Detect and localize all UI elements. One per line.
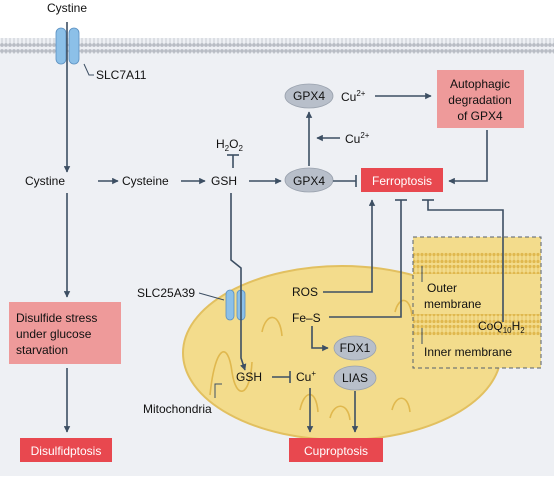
outer-membrane-line-1: Outer — [427, 281, 457, 295]
cu-top-label: Cu2+ — [341, 89, 366, 104]
autophagic-line-3: of GPX4 — [457, 109, 503, 123]
pathway-connectors — [63, 22, 504, 433]
gpx4-top-ellipse — [284, 83, 334, 109]
h2o2-label: H2O2 — [216, 137, 243, 153]
arrow-ros-ferroptosis — [323, 199, 376, 293]
cysteine-label: Cysteine — [122, 174, 169, 188]
arrow-autophagy-ferroptosis — [448, 130, 488, 185]
slc25a39-leader — [198, 292, 225, 301]
cuproptosis-box — [289, 438, 383, 462]
inhibit-fes-ferroptosis — [329, 200, 402, 318]
disulfide-stress-line-3: starvation — [16, 343, 68, 357]
outer-membrane-line-2: membrane — [424, 297, 482, 311]
membrane-inset — [412, 236, 542, 369]
autophagic-line-1: Autophagic — [450, 77, 510, 91]
cu-low-label: Cu+ — [296, 369, 316, 384]
mitochondria-label: Mitochondria — [143, 402, 212, 416]
disulfide-stress-line-2: under glucose — [16, 327, 92, 341]
autophagic-line-2: degradation — [448, 93, 511, 107]
arrow-fes-fdx1 — [311, 326, 329, 352]
disulfide-stress-line-1: Disulfide stress — [16, 311, 97, 325]
slc7a11-transporter-icon — [55, 27, 80, 65]
cu-mid-label: Cu2+ — [345, 131, 370, 146]
slc25a39-label: SLC25A39 — [137, 286, 195, 300]
disulfidptosis-label: Disulfidptosis — [31, 444, 102, 458]
ferroptosis-label: Ferroptosis — [372, 174, 432, 188]
plasma-membrane — [0, 38, 554, 54]
cystine-top-label: Cystine — [47, 1, 87, 15]
ferroptosis-box — [361, 168, 443, 192]
gpx4-mid-ellipse — [284, 167, 334, 193]
inhibit-coq-ferroptosis — [427, 200, 504, 322]
ros-label: ROS — [292, 285, 318, 299]
lias-label: LIAS — [342, 371, 368, 385]
inner-membrane-label: Inner membrane — [424, 345, 512, 359]
cystine-mid-label: Cystine — [25, 174, 65, 188]
mitochondria-leader — [214, 383, 222, 398]
cuproptosis-label: Cuproptosis — [304, 444, 368, 458]
arrow-gsh-to-mito — [230, 193, 247, 371]
autophagic-degradation-box — [437, 70, 524, 128]
disulfidptosis-box — [20, 438, 112, 462]
fes-label: Fe–S — [292, 311, 321, 325]
gsh-low-label: GSH — [236, 370, 262, 384]
disulfide-stress-box — [9, 302, 121, 364]
lias-ellipse — [333, 365, 377, 391]
fdx1-label: FDX1 — [340, 341, 371, 355]
gpx4-mid-label: GPX4 — [293, 174, 325, 188]
gpx4-top-label: GPX4 — [293, 89, 325, 103]
gsh-mid-label: GSH — [211, 174, 237, 188]
slc7a11-label: SLC7A11 — [96, 68, 147, 82]
fdx1-ellipse — [333, 335, 377, 361]
coq10h2-label: CoQ10H2 — [478, 319, 525, 335]
